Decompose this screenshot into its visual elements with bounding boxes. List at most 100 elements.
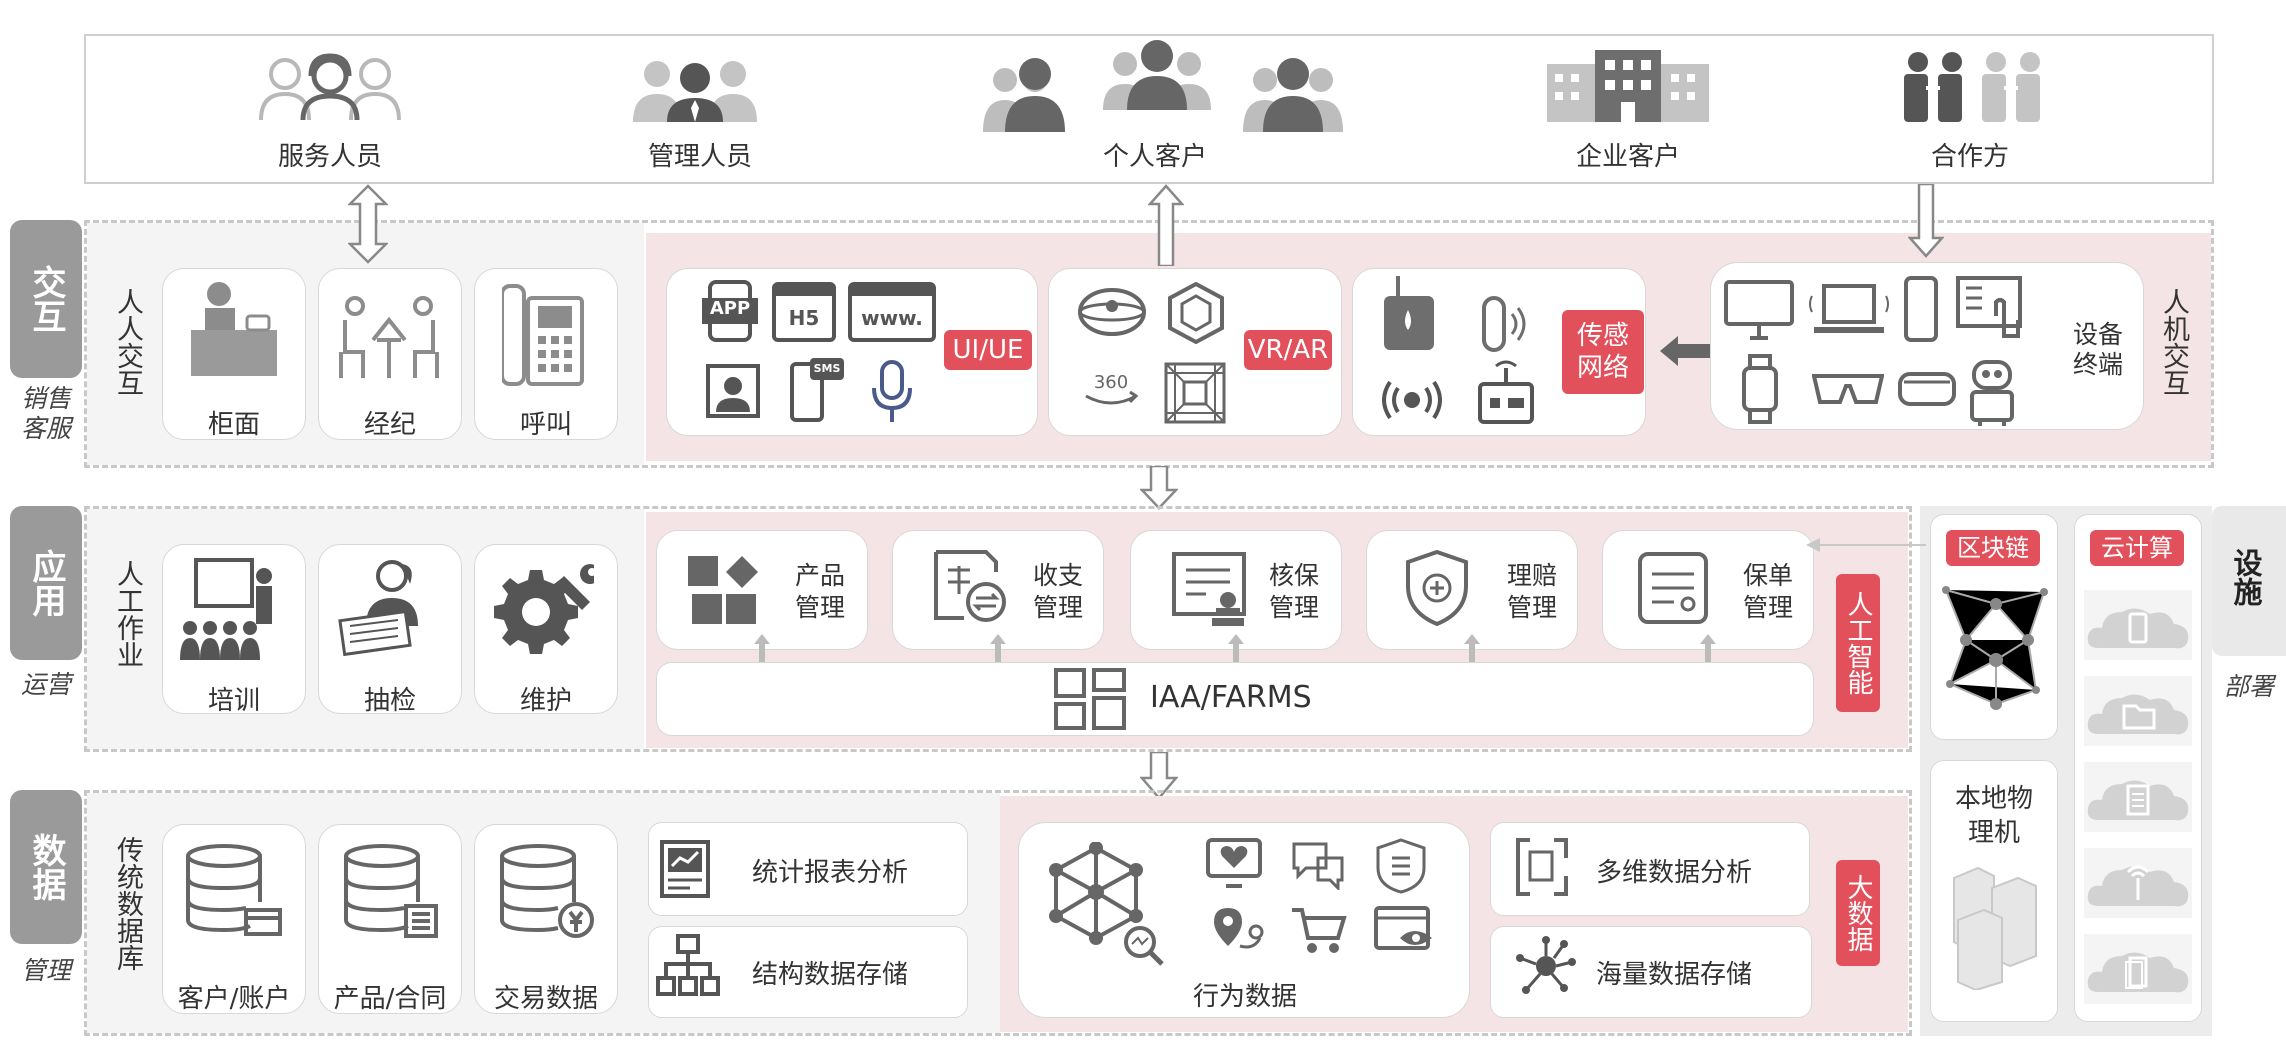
human-interaction-label: 人人交互 (112, 288, 143, 396)
microphone-icon (872, 360, 912, 422)
module-claims-label: 理赔管理 (1506, 561, 1557, 622)
down-arrow-icon (1908, 184, 1944, 258)
big-data-tag: 大数据 (1836, 860, 1880, 966)
heart-monitor-icon (1206, 838, 1262, 888)
module-card-policy (1602, 530, 1814, 650)
module-policy-label: 保单管理 (1742, 561, 1793, 622)
counter-label: 柜面 (207, 410, 260, 440)
app-icon (702, 280, 758, 342)
cloud-antenna-icon (2084, 848, 2192, 918)
layer-data-title: 数据 (10, 790, 82, 944)
db-customer-label: 客户/账户 (177, 984, 291, 1014)
inspection-label: 抽检 (363, 686, 416, 716)
broker-meeting-icon (339, 296, 439, 378)
up-arrow-small-icon (1464, 634, 1480, 662)
cloud-folder-icon (2084, 676, 2192, 746)
touchscreen-kiosk-icon (1956, 276, 2022, 338)
database-currency-icon (500, 844, 594, 938)
module-card-product (656, 530, 868, 650)
location-pin-icon (1214, 908, 1264, 949)
h5-icon-text: H5 (788, 306, 820, 330)
multidim-frame-icon (1516, 838, 1568, 896)
sms-phone-icon (790, 358, 844, 422)
massive-storage-label: 海量数据存储 (1596, 960, 1753, 990)
cloud-list-icon (2084, 762, 2192, 832)
browser-eye-icon (1374, 906, 1432, 950)
structured-storage-card (648, 926, 968, 1018)
stats-report-label: 统计报表分析 (752, 858, 909, 888)
training-classroom-icon (180, 558, 272, 660)
ar-cube-icon (1168, 282, 1224, 344)
underwriting-stamp-icon (1172, 552, 1246, 626)
network-hex-icon (1049, 842, 1164, 966)
role-partners: 合作方 (1930, 142, 2009, 172)
data-layer-frame (84, 790, 1912, 1036)
layer-interaction-title: 交互 (10, 220, 82, 378)
database-list-icon (344, 844, 438, 938)
arrow-left-icon (1660, 336, 1712, 366)
partners-handshake-icon (1904, 52, 2040, 122)
call-label: 呼叫 (519, 410, 572, 440)
up-arrow-small-icon (1700, 634, 1716, 662)
layer-infra-title: 设施 (2229, 548, 2263, 606)
hierarchy-tree-icon (656, 934, 720, 996)
vr-dome-icon (1078, 288, 1146, 336)
report-chart-icon (660, 840, 710, 898)
product-blocks-icon (688, 556, 758, 624)
laptop-icon (1809, 284, 1889, 333)
layer-application-title: 应用 (10, 506, 82, 660)
application-layer-frame (84, 506, 1912, 752)
training-label: 培训 (207, 686, 260, 716)
cloud-document-icon (2084, 934, 2192, 1004)
down-arrow-icon (1140, 466, 1178, 510)
desktop-monitor-icon (1724, 280, 1794, 340)
www-icon-text: www. (861, 306, 923, 330)
cashflow-exchange-icon (934, 550, 1006, 622)
water-sensor-icon (1384, 276, 1434, 350)
multidim-analysis-label: 多维数据分析 (1596, 858, 1753, 888)
rotate-360-text: 360 (1093, 372, 1129, 393)
managers-icon (633, 61, 757, 122)
behavior-data-label: 行为数据 (1192, 982, 1297, 1012)
module-card-claims (1366, 530, 1578, 650)
structured-storage-label: 结构数据存储 (752, 960, 909, 990)
up-arrow-small-icon (754, 634, 770, 662)
thermometer-icon (1482, 296, 1526, 352)
module-cashflow-label: 收支管理 (1032, 561, 1083, 622)
service-staff-icon (259, 53, 401, 121)
platform-grid-icon (1054, 668, 1126, 730)
router-device-icon (1478, 360, 1534, 424)
vr-headset-icon (1898, 372, 1956, 406)
interaction-layer-frame (84, 220, 2214, 468)
individual-customers-icon (983, 40, 1343, 132)
broker-label: 经纪 (363, 410, 416, 440)
counter-desk-icon (191, 282, 277, 376)
hub-network-icon (1516, 936, 1576, 994)
traditional-db-label: 传统数据库 (112, 836, 143, 971)
platform-label: IAA/FARMS (1150, 680, 1312, 715)
inspection-reader-icon (338, 560, 418, 656)
shopping-cart-icon (1292, 908, 1347, 953)
role-enterprise-customers: 企业客户 (1575, 142, 1680, 172)
claims-shield-icon (1406, 550, 1468, 626)
up-arrow-icon (1148, 184, 1184, 266)
trust-badge-icon (1376, 838, 1426, 894)
telephone-icon (502, 284, 584, 386)
rotate-360-icon (1085, 390, 1139, 405)
blockchain-network-icon (1942, 586, 2048, 710)
device-terminal-label: 设备终端 (2072, 320, 2123, 379)
sms-icon-text: SMS (813, 362, 841, 375)
db-transaction-label: 交易数据 (493, 984, 598, 1014)
cloud-tag: 云计算 (2090, 530, 2184, 566)
module-product-label: 产品管理 (794, 561, 845, 622)
hci-label: 人机交互 (2158, 288, 2189, 396)
role-individual-customers: 个人客户 (1102, 142, 1207, 172)
layer-application-subtitle: 运营 (20, 670, 71, 699)
chat-bubbles-icon (1292, 842, 1344, 890)
db-product-label: 产品/合同 (333, 984, 447, 1014)
robot-icon (1970, 360, 2014, 426)
module-card-underwriting (1130, 530, 1342, 650)
server-stack-icon (1953, 866, 2037, 990)
database-wallet-icon (186, 844, 282, 936)
role-service-staff: 服务人员 (277, 142, 382, 172)
